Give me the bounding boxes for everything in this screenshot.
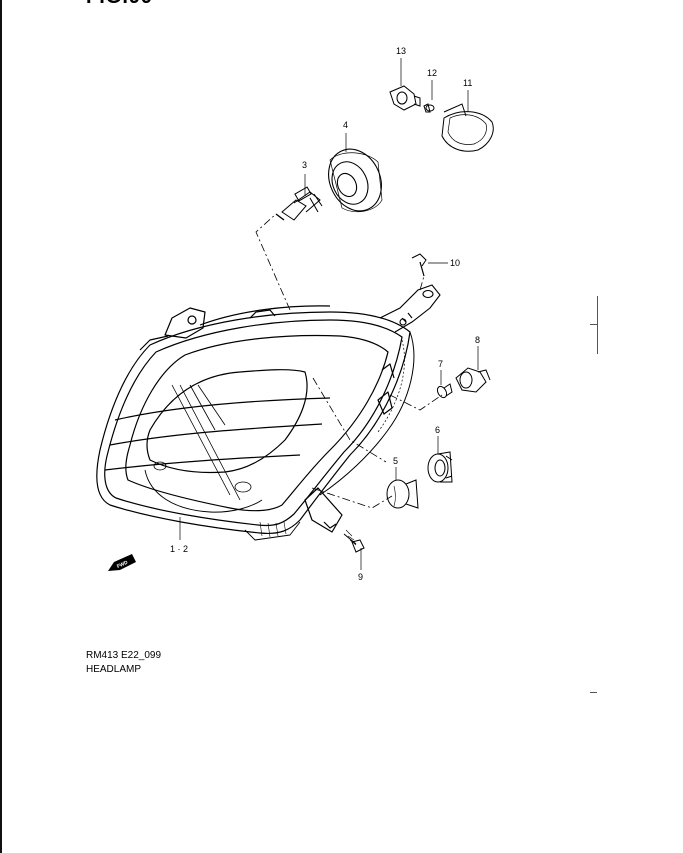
callout-6: 6 — [435, 425, 440, 435]
screw-part-9 — [343, 529, 365, 553]
diagram-name: HEADLAMP — [86, 664, 142, 675]
callout-labels: 1 · 2 3 4 5 6 7 8 9 10 11 12 13 — [170, 46, 480, 582]
dust-cover-part-4 — [328, 148, 383, 213]
callout-11: 11 — [463, 78, 472, 88]
figure-title: FIG.99 — [86, 0, 153, 9]
callout-4: 4 — [343, 120, 348, 130]
callout-12: 12 — [427, 68, 437, 78]
side-marker-lamp-part-11 — [441, 103, 494, 152]
leader-lines — [179, 58, 479, 570]
margin-mark-tick — [590, 324, 598, 325]
margin-mark-vertical — [597, 296, 598, 354]
callout-7: 7 — [438, 359, 443, 369]
callout-13: 13 — [396, 46, 406, 56]
socket-part-6 — [427, 451, 453, 483]
callout-8: 8 — [475, 335, 480, 345]
socket-part-13 — [389, 85, 421, 111]
forward-arrow-icon: FWD — [108, 554, 136, 571]
diagram-code: RM413 E22_099 — [86, 650, 162, 661]
margin-mark-bottom — [590, 692, 597, 693]
page-border-left — [0, 0, 2, 853]
forward-arrow-label: FWD — [116, 560, 129, 570]
callout-9: 9 — [358, 572, 363, 582]
bulb-part-5 — [386, 479, 419, 509]
bulb-part-12 — [423, 103, 435, 113]
mounting-arm — [379, 284, 441, 333]
callout-10: 10 — [450, 258, 460, 268]
bulb-h4-part-3 — [275, 186, 323, 221]
callout-1-2: 1 · 2 — [170, 544, 188, 554]
socket-part-8 — [455, 367, 491, 393]
bulb-part-7 — [436, 383, 453, 399]
headlamp-housing — [96, 305, 415, 541]
callout-5: 5 — [393, 456, 398, 466]
assembly-guide-lines — [255, 213, 443, 509]
callout-3: 3 — [302, 160, 307, 170]
clip-part-10 — [411, 253, 427, 277]
